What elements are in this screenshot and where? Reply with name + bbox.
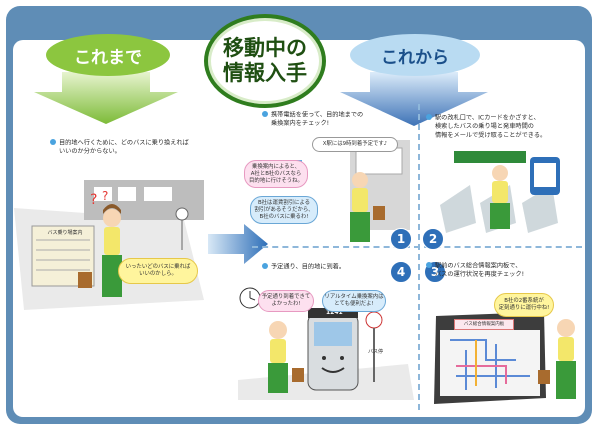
before-speech: いったいどのバスに乗れば いいのかしら。: [118, 258, 198, 284]
bus-stop-sign-icon: [175, 207, 189, 221]
before-caption-line-1: 目的地へ行くために、どのバスに乗り換えれば: [59, 139, 189, 147]
panel3-bubble-line-1: B社の2番系統が: [504, 298, 544, 304]
panel1-pink-line-1: 乗換案内によると、: [251, 163, 301, 170]
board-title: バス総合情報案内板: [454, 319, 514, 330]
panel1-pink-line-2: A社とB社のバスなら: [250, 170, 302, 177]
bullet-icon: [426, 262, 432, 268]
panel1-caption-line-2: 乗換案内をチェック!: [271, 120, 330, 127]
woman-head: [269, 321, 287, 339]
station-sign-board: [31, 225, 95, 287]
before-arrow: [34, 72, 178, 124]
bag-icon: [373, 206, 385, 220]
panel2-caption-line-1: 駅の改札口で、ICカードをかざすと、: [435, 114, 540, 122]
woman-shirt: [104, 227, 120, 255]
title-line-2: 情報入手: [223, 61, 307, 85]
panel3-illustration: [434, 312, 576, 404]
before-speech-line-1: いったいどのバスに乗れば: [125, 264, 191, 270]
panel1-pink-line-3: 目的地に行けそうね。: [249, 177, 303, 184]
panel2-caption-line-2: 検索したバスの乗り場と発車時間の: [435, 123, 534, 130]
title-bubble: 移動中の 情報入手: [204, 14, 326, 108]
label-before: これまで: [46, 34, 170, 76]
divider-horizontal: [252, 246, 582, 248]
panel4-right-line-2: とても便利だよ!: [334, 301, 374, 307]
svg-text:?: ?: [90, 192, 97, 208]
bus-stop-label: バス停: [368, 349, 384, 355]
bus-stop-sign-icon: [365, 311, 383, 329]
panel3-bubble: B社の2番系統が 定刻通りに運行中ね!: [494, 293, 554, 317]
panel4-caption: 予定通り、目的地に到着。: [262, 263, 412, 272]
step-2-icon: 2: [422, 228, 444, 250]
bag-icon: [538, 370, 550, 384]
before-scene-illustration: ? ?: [14, 180, 204, 310]
bullet-icon: [262, 263, 268, 269]
bag-icon: [292, 368, 304, 382]
woman-pants: [102, 255, 122, 297]
transition-arrow: [208, 224, 268, 264]
panel1-blue-line-1: B社は運賃割引による: [257, 199, 311, 206]
title-line-1: 移動中の: [223, 36, 307, 60]
woman-head: [352, 172, 368, 188]
panel1-caption: 携帯電話を使って、目的地までの 乗換案内をチェック!: [262, 111, 412, 129]
panel4-left-bubble: 予定通り到着できて よかったわ!: [258, 290, 314, 312]
panel4-illustration: [238, 287, 414, 400]
woman-head: [492, 165, 508, 181]
panel2-illustration: [440, 151, 560, 233]
bullet-icon: [262, 111, 268, 117]
woman-head: [103, 209, 121, 227]
panel3-caption-line-2: バスの運行状況を再度チェック!: [435, 271, 525, 278]
bullet-icon: [50, 139, 56, 145]
bag-icon: [78, 272, 92, 288]
panel4-left-line-1: 予定通り到着できて: [261, 294, 311, 300]
bullet-icon: [426, 114, 432, 120]
divider-vertical: [418, 104, 420, 410]
panel4-right-line-1: リアルタイム乗換案内は: [324, 294, 384, 300]
step-1-icon: 1: [390, 228, 412, 250]
panel4-caption-line-1: 予定通り、目的地に到着。: [271, 263, 346, 271]
step-4-icon: 4: [390, 261, 412, 283]
panel4-right-bubble: リアルタイム乗換案内は とても便利だよ!: [322, 290, 386, 312]
panel1-blue-line-3: B社のバスに乗るわ!: [259, 213, 309, 220]
panel2-caption-line-3: 情報をメールで受け取ることができる。: [435, 131, 547, 139]
panel1-blue-bubble: B社は運賃割引による 割引があるそうだから、 B社のバスに乗るわ!: [250, 196, 318, 224]
station-sign-label: バス乗り場案内: [47, 230, 83, 236]
before-caption: 目的地へ行くために、どのバスに乗り換えれば いいのか分からない。: [50, 139, 230, 157]
panel1-train-bubble-text: X駅には9時到着予定です♪: [322, 141, 388, 147]
panel3-bubble-line-2: 定刻通りに運行中ね!: [498, 305, 550, 311]
label-after: これから: [350, 34, 480, 76]
panel1-train-bubble: X駅には9時到着予定です♪: [312, 137, 398, 152]
panel3-caption-line-1: 駅前のバス総合情報案内板で、: [435, 262, 522, 270]
ticket-gate-sign: [454, 151, 526, 163]
before-speech-line-2: いいのかしら。: [139, 271, 177, 277]
panel2-caption: 駅の改札口で、ICカードをかざすと、 検索したバスの乗り場と発車時間の 情報をメ…: [426, 114, 588, 140]
panel4-left-line-2: よかったわ!: [271, 301, 301, 307]
before-caption-line-2: いいのか分からない。: [59, 148, 121, 155]
bus-number: 1241: [326, 309, 343, 316]
after-arrow: [340, 72, 488, 126]
panel1-blue-line-2: 割引があるそうだから、: [254, 206, 314, 213]
panel1-pink-bubble: 乗換案内によると、 A社とB社のバスなら 目的地に行けそうね。: [244, 160, 308, 188]
panel1-illustration: [280, 140, 410, 242]
woman-head: [557, 319, 575, 337]
panel1-caption-line-1: 携帯電話を使って、目的地までの: [271, 111, 364, 119]
ticket-gate-icon: [440, 185, 476, 233]
panel3-caption: 駅前のバス総合情報案内板で、 バスの運行状況を再度チェック!: [426, 262, 586, 280]
svg-text:?: ?: [102, 189, 108, 203]
